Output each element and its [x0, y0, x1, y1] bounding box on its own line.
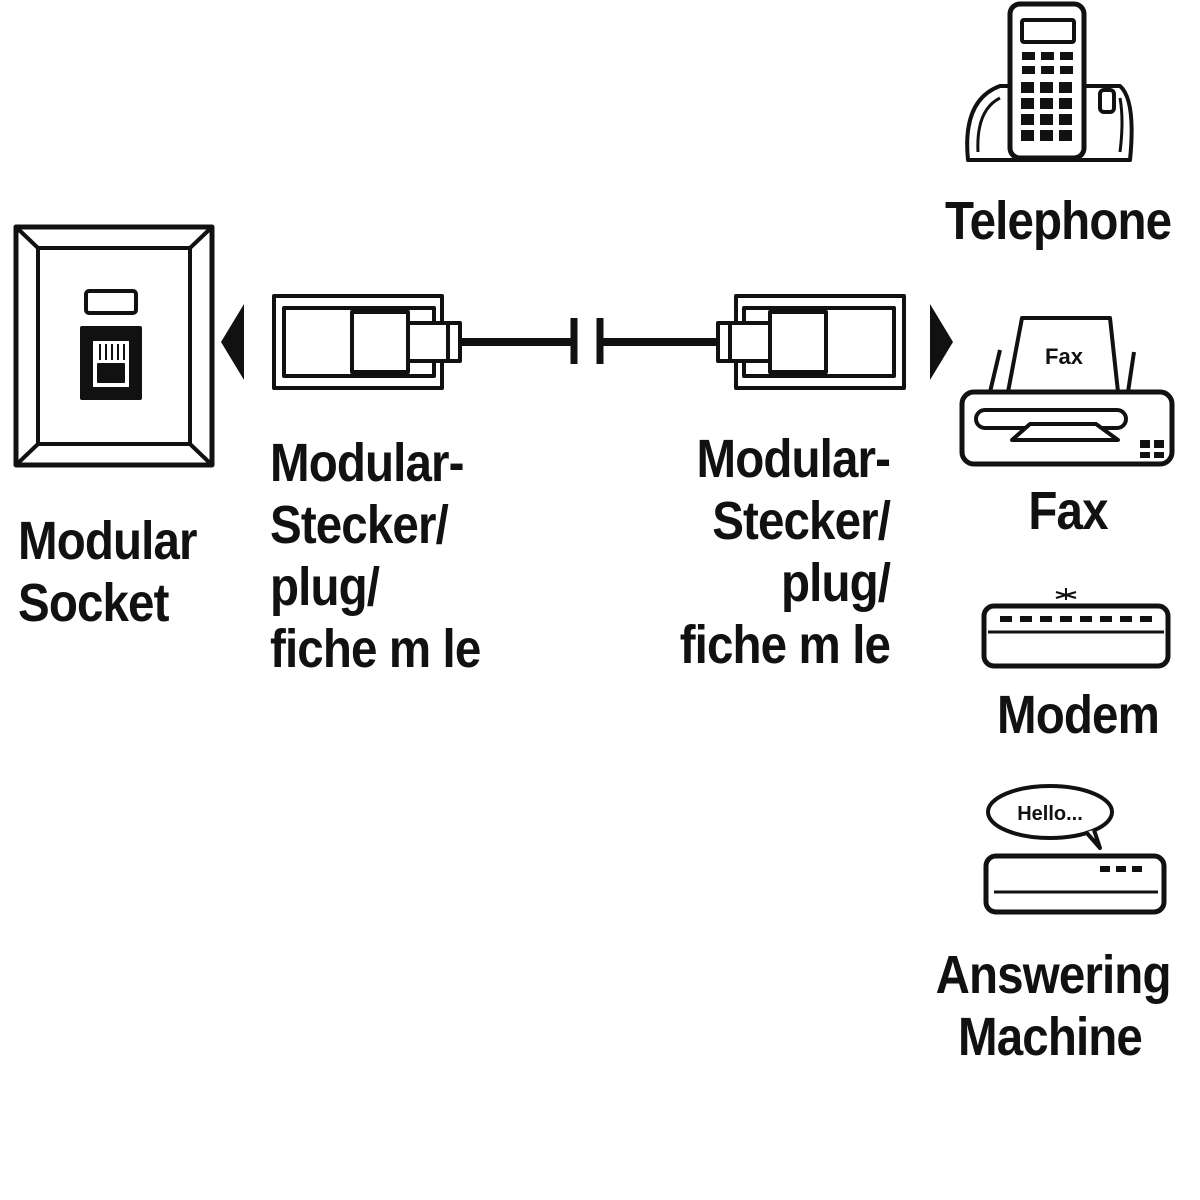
plug-icon	[272, 294, 462, 390]
socket-label: Modular Socket	[18, 510, 198, 634]
plug-icon	[716, 294, 906, 390]
answering-line1: Answering	[935, 945, 1172, 1005]
plug-right-line1: Modular-	[696, 429, 890, 489]
plug-right-line3: plug/	[780, 553, 891, 613]
plug-left-line2: Stecker/	[270, 495, 449, 555]
plug-left-line4: fiche m le	[270, 619, 481, 679]
answering-line2: Machine	[958, 1007, 1143, 1067]
plug-left-line3: plug/	[270, 557, 380, 617]
modem-label: Modem	[997, 685, 1160, 745]
answering-machine-icon	[983, 784, 1167, 915]
fax-sheet-label: Fax	[1045, 344, 1084, 369]
cable-break-icon	[460, 318, 722, 364]
plug-right-label: Modular- Stecker/ plug/ fiche m le	[679, 428, 891, 676]
plug-right-line4: fiche m le	[679, 615, 891, 675]
socket-label-line2: Socket	[18, 573, 169, 633]
wall-socket-icon	[13, 224, 215, 468]
left-arrow-icon	[221, 304, 244, 380]
modem-icon	[981, 588, 1171, 669]
speech-bubble-label: Hello...	[1017, 803, 1083, 825]
socket-label-line1: Modular	[18, 511, 198, 571]
plug-right-line2: Stecker/	[712, 491, 891, 551]
plug-left-label: Modular- Stecker/ plug/ fiche m le	[270, 432, 481, 680]
right-arrow-icon	[930, 304, 953, 380]
answering-machine-label: Answering Machine	[935, 944, 1172, 1068]
plug-left-line1: Modular-	[270, 433, 464, 493]
telephone-label: Telephone	[945, 191, 1172, 251]
telephone-icon	[965, 1, 1134, 162]
fax-icon	[959, 316, 1175, 467]
fax-label: Fax	[1028, 481, 1108, 541]
